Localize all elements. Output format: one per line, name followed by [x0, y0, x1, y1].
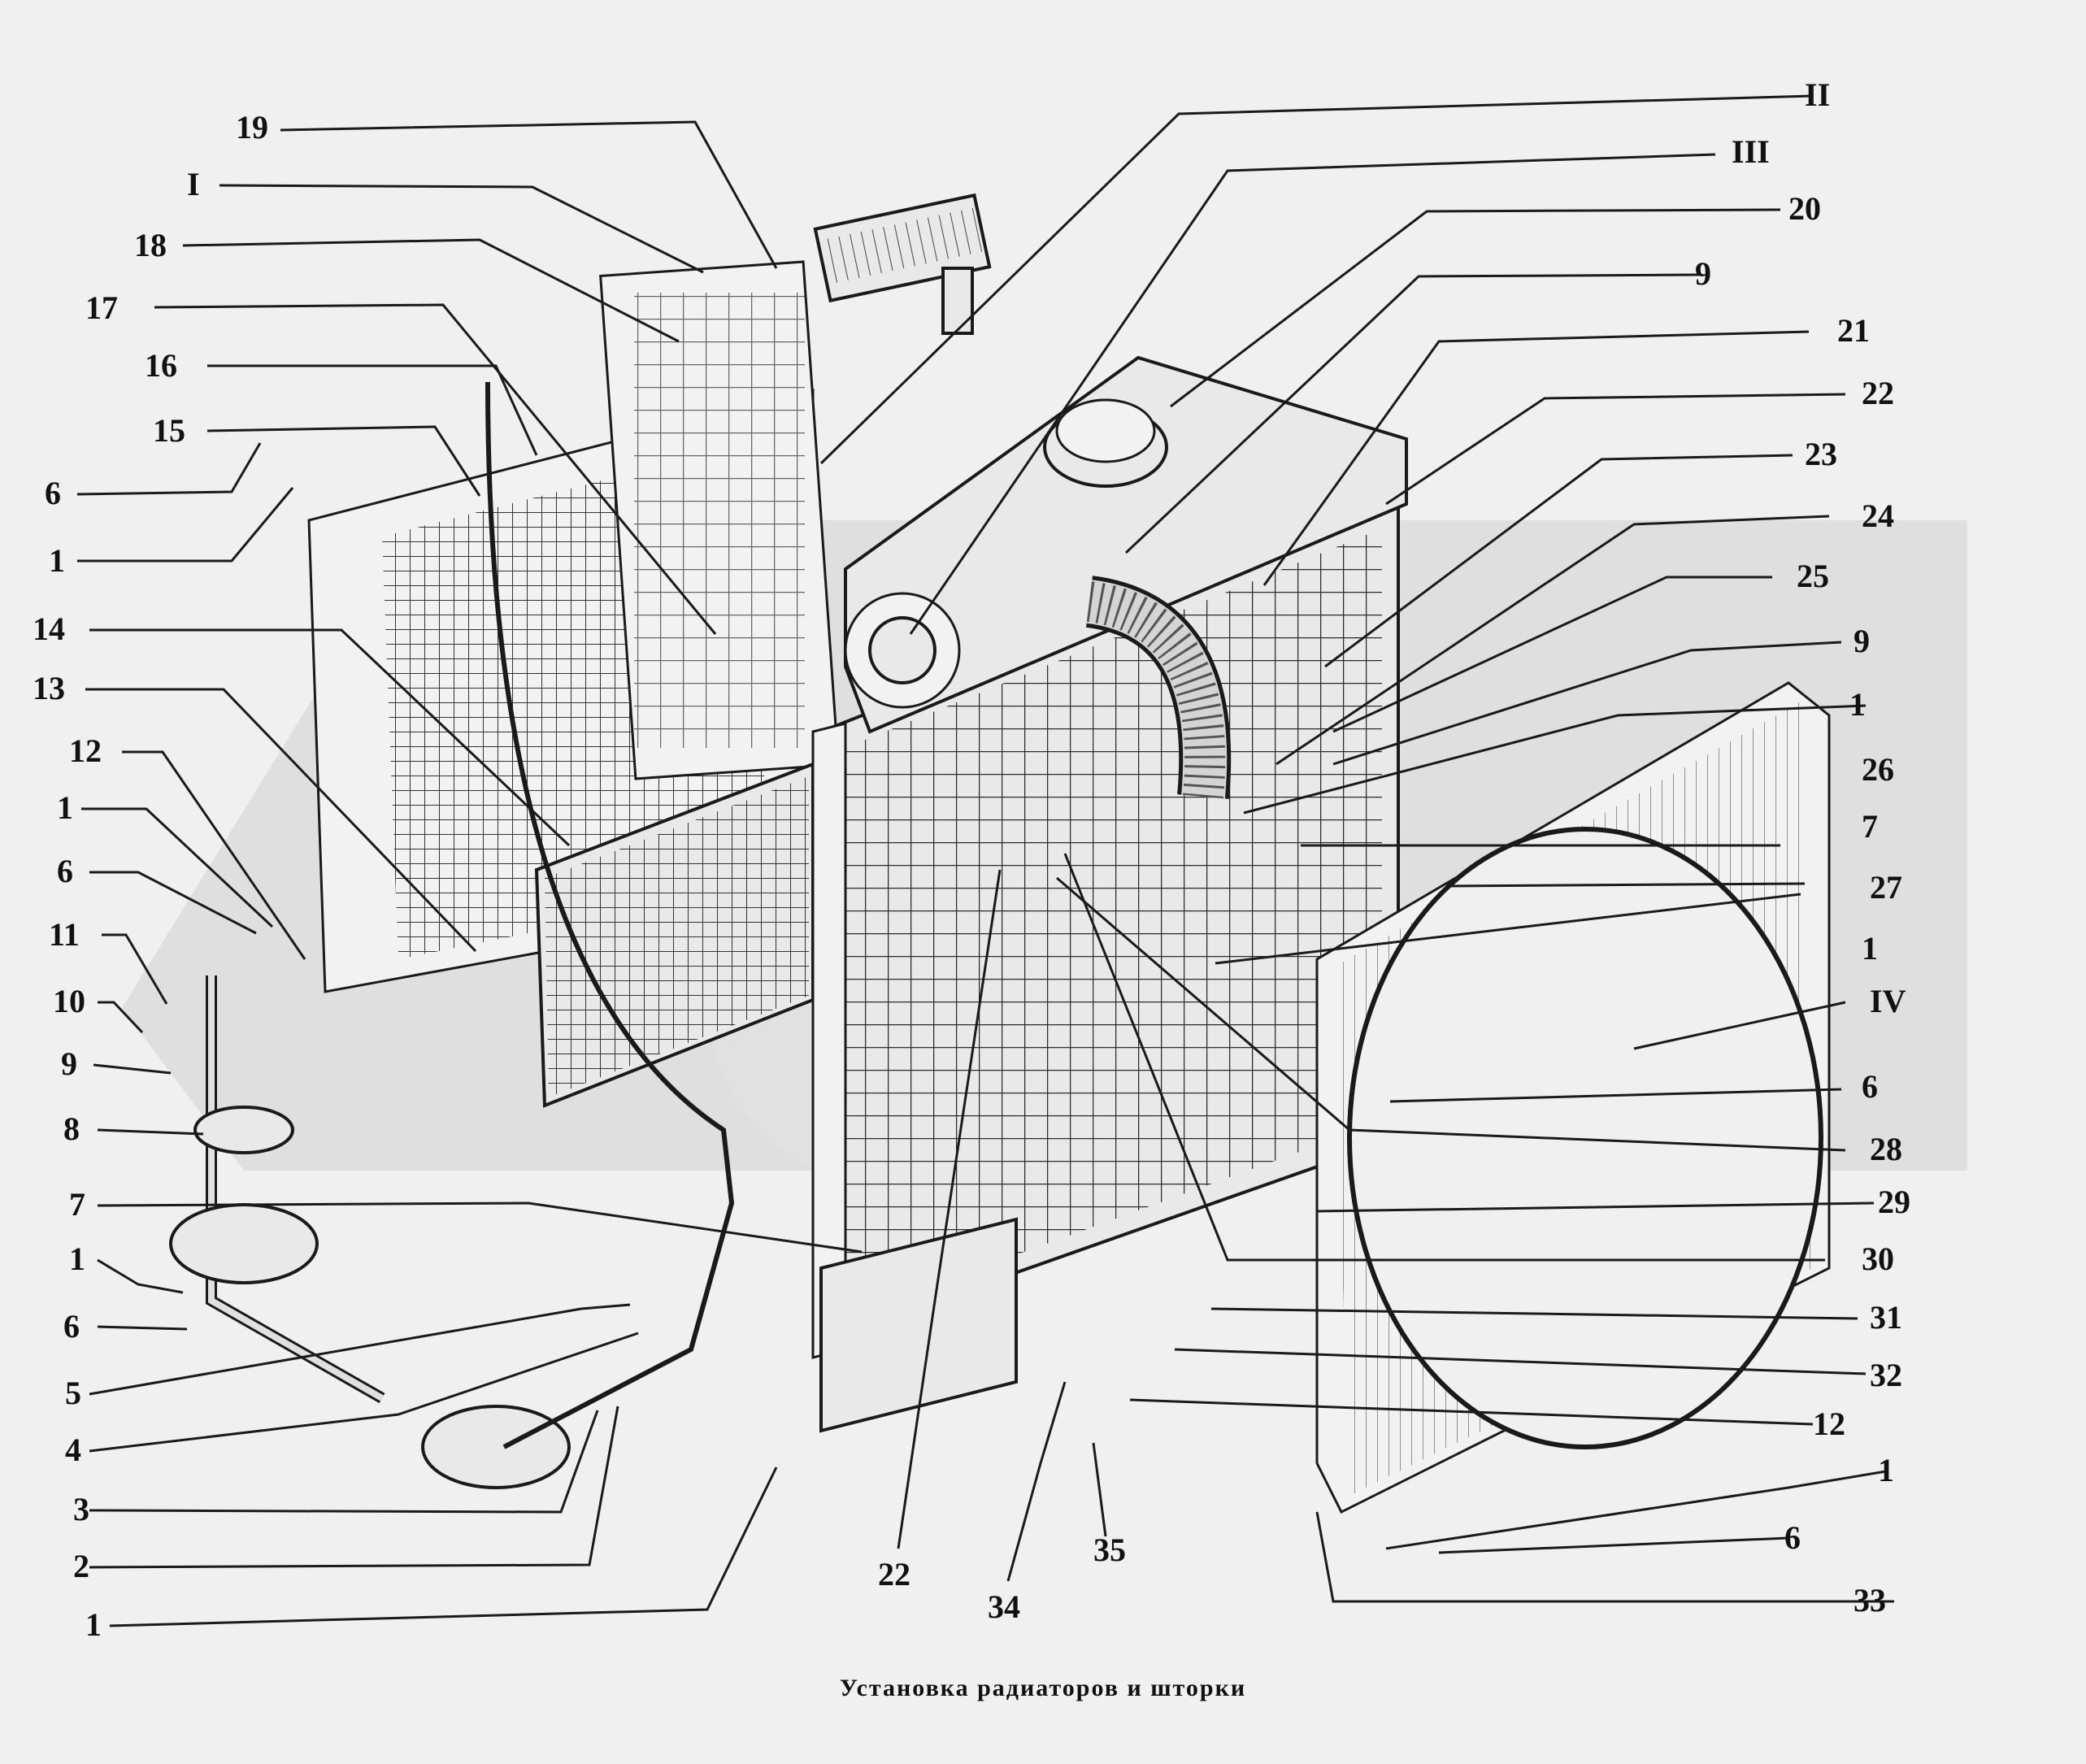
callout-31: 31: [1870, 1299, 1902, 1336]
callout-17: 17: [85, 289, 118, 326]
callout-9c: 9: [1853, 623, 1870, 659]
callout-12a: 12: [69, 732, 102, 769]
callout-1a: 1: [49, 542, 65, 579]
callout-13: 13: [33, 670, 65, 706]
callout-1f: 1: [1862, 930, 1878, 967]
callout-1c: 1: [69, 1240, 85, 1277]
callout-18: 18: [134, 227, 167, 263]
callout-25: 25: [1797, 558, 1829, 594]
callout-8: 8: [63, 1110, 80, 1147]
shutter-cable: [485, 381, 735, 1449]
callout-II: II: [1805, 76, 1830, 113]
callout-23: 23: [1805, 436, 1837, 472]
callout-22a: 22: [878, 1556, 910, 1592]
callout-1b: 1: [57, 789, 73, 826]
shutter-handle: [813, 193, 992, 335]
callout-26: 26: [1862, 751, 1894, 788]
leader-lines: [76, 94, 1894, 1627]
radiator-top-tank: [844, 355, 1408, 734]
callout-15: 15: [153, 412, 185, 449]
callout-1d: 1: [85, 1606, 102, 1643]
callout-34: 34: [988, 1588, 1020, 1625]
callout-5: 5: [65, 1375, 81, 1411]
callout-6d: 6: [1862, 1068, 1878, 1105]
callout-30: 30: [1862, 1240, 1894, 1277]
callout-7a: 7: [69, 1186, 85, 1223]
callout-29: 29: [1878, 1184, 1910, 1220]
callout-22b: 22: [1862, 375, 1894, 411]
callout-labels: 19 I 18 17 16 15 6 1 14 13 12 1 6 11 10 …: [33, 76, 1910, 1643]
callout-27: 27: [1870, 869, 1902, 906]
callout-24: 24: [1862, 497, 1894, 534]
callout-10: 10: [53, 983, 85, 1019]
callout-III: III: [1732, 133, 1770, 170]
callout-16: 16: [145, 347, 177, 384]
callout-6c: 6: [63, 1308, 80, 1345]
callout-2: 2: [73, 1548, 89, 1584]
callout-6e: 6: [1784, 1519, 1801, 1556]
callout-6a: 6: [45, 475, 61, 511]
callout-IV: IV: [1870, 983, 1906, 1019]
mounting-rod: [169, 975, 571, 1489]
callout-20: 20: [1788, 190, 1821, 227]
callout-6b: 6: [57, 853, 73, 889]
callout-33: 33: [1853, 1582, 1886, 1618]
callout-32: 32: [1870, 1357, 1902, 1393]
callout-3: 3: [73, 1491, 89, 1527]
callout-28: 28: [1870, 1131, 1902, 1167]
upper-hose: [1085, 576, 1232, 799]
callout-11: 11: [49, 916, 80, 953]
callout-I: I: [187, 166, 200, 202]
callout-21: 21: [1837, 312, 1870, 349]
callout-9b: 9: [1695, 255, 1711, 292]
callout-1g: 1: [1878, 1452, 1894, 1488]
figure-caption: Установка радиаторов и шторки: [839, 1675, 1247, 1701]
callout-19: 19: [236, 109, 268, 146]
callout-35: 35: [1093, 1532, 1126, 1568]
callout-9a: 9: [61, 1045, 77, 1082]
callout-1e: 1: [1849, 686, 1866, 723]
radiator-shutter: [534, 762, 815, 1108]
callout-14: 14: [33, 610, 65, 647]
callout-7b: 7: [1862, 808, 1878, 845]
callout-4: 4: [65, 1432, 81, 1468]
callout-12b: 12: [1813, 1406, 1845, 1442]
